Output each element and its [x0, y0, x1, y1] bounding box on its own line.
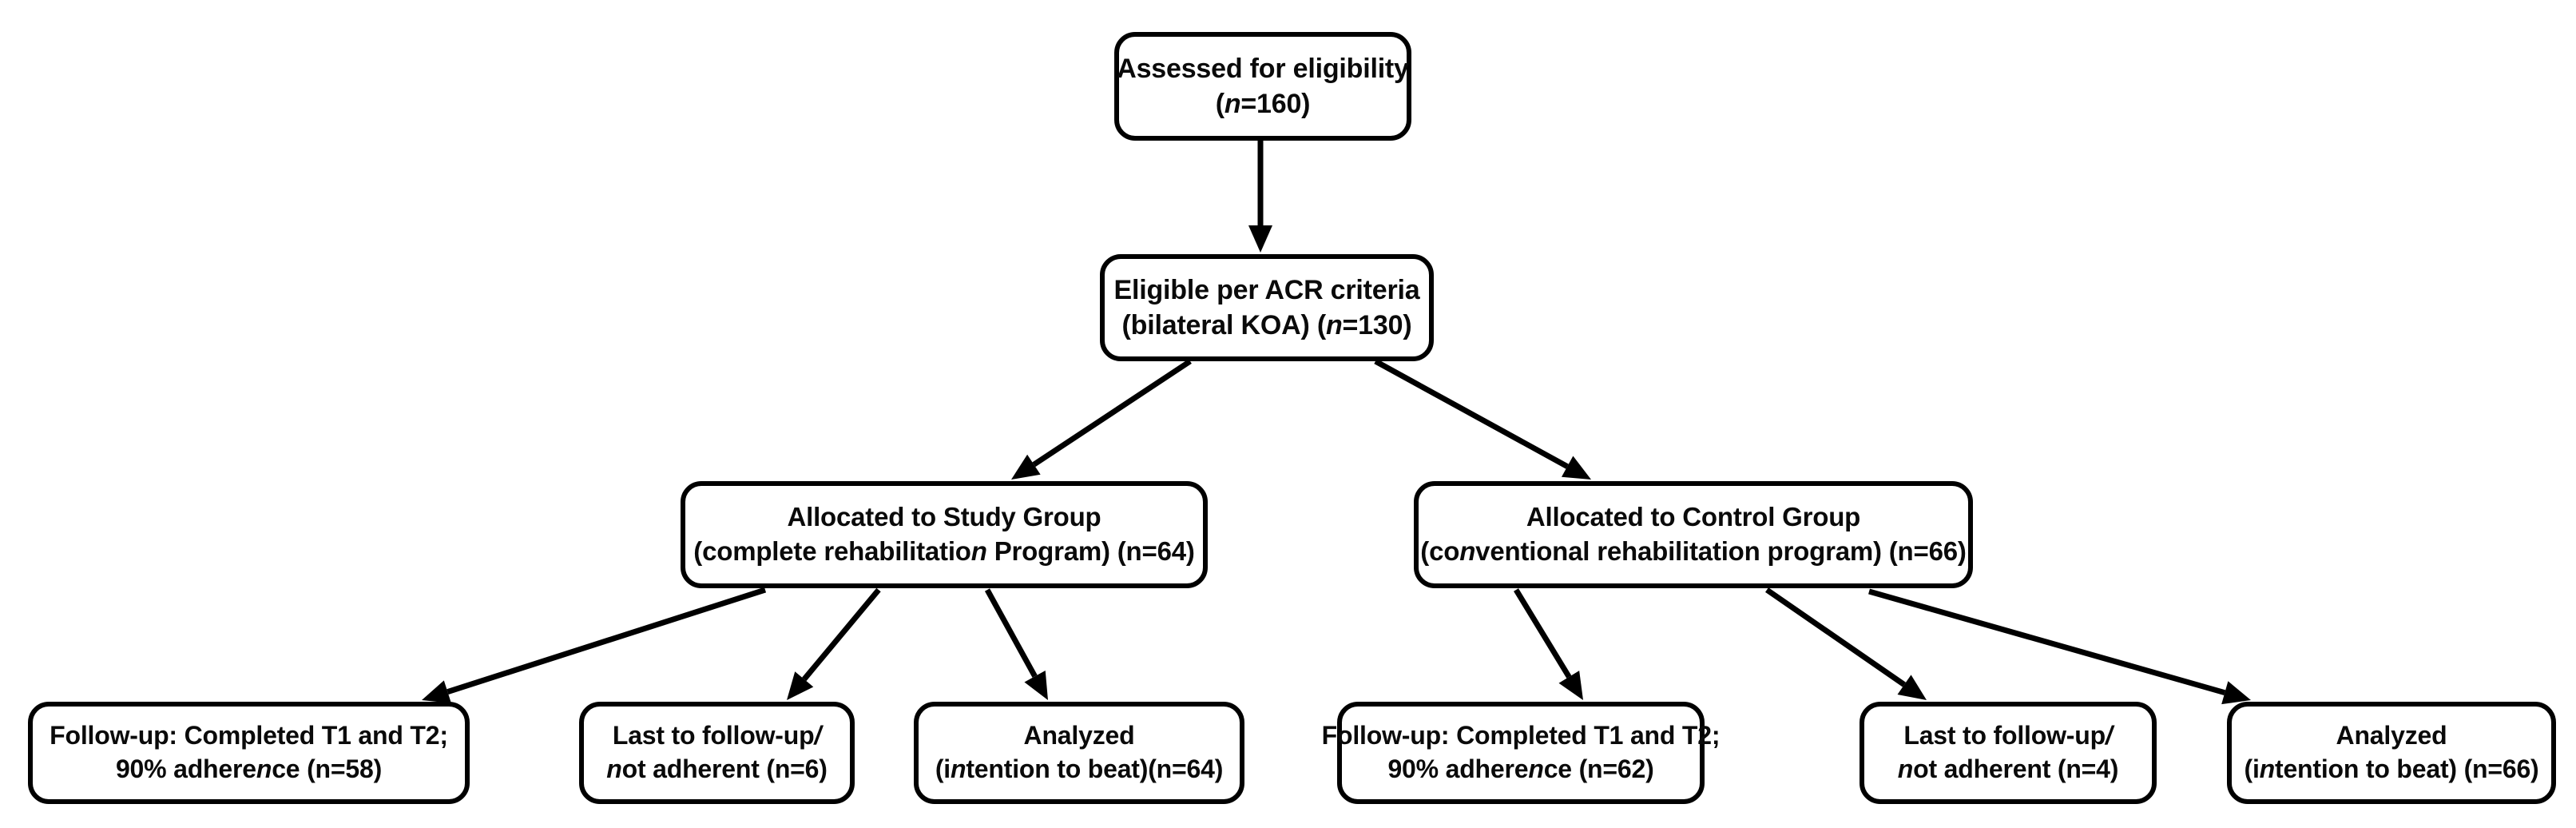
connector-control-to-followup-shaft	[1514, 588, 1572, 679]
control-lost-to-followup-line-2: not adherent (n=4)	[1897, 754, 2119, 783]
control-analyzed-line-1: Analyzed	[2336, 721, 2447, 750]
assessed-for-eligibility-line-2: (n=160)	[1215, 89, 1311, 119]
connector-assessed-to-eligible-arrowhead	[1248, 225, 1272, 253]
allocated-to-study-group-line-1: Allocated to Study Group	[787, 502, 1101, 532]
connector-eligible-to-control	[1374, 358, 1591, 480]
study-followup-completed-line-2: 90% adherence (n=58)	[115, 754, 383, 783]
connector-control-to-analyzed-shaft	[1868, 588, 2226, 696]
control-followup-completed-line-1: Follow-up: Completed T1 and T2;	[1321, 721, 1721, 750]
flow-node-control-lost-to-followup: Last to follow-up/not adherent (n=4)	[1860, 702, 2157, 804]
study-analyzed-line-1: Analyzed	[1023, 721, 1135, 750]
connector-study-to-followup-arrowhead	[422, 680, 451, 703]
connector-control-to-lost-arrowhead	[1897, 675, 1927, 700]
flow-node-control-analyzed: Analyzed (intention to beat) (n=66)	[2227, 702, 2556, 804]
study-lost-to-followup-line-2: not adherent (n=6)	[606, 754, 828, 783]
eligible-per-acr-criteria-line-2: (bilateral KOA) (n=130)	[1121, 310, 1412, 340]
control-analyzed-line-2: (intention to beat) (n=66)	[2244, 754, 2539, 783]
study-followup-completed-line-1: Follow-up: Completed T1 and T2;	[50, 721, 448, 750]
flow-node-allocated-to-control-group: Allocated to Control Group (conventional …	[1414, 481, 1973, 588]
connector-study-to-followup	[422, 587, 767, 703]
connector-study-to-lost-arrowhead	[787, 671, 814, 700]
eligible-per-acr-criteria-line-1: Eligible per ACR criteria	[1113, 274, 1420, 305]
allocated-to-study-group-line-2: (complete rehabilitation Program) (n=64)	[693, 536, 1195, 566]
flow-node-study-lost-to-followup: Last to follow-up/not adherent (n=6)	[579, 702, 855, 804]
flow-node-study-analyzed: Analyzed (intention to beat)(n=64)	[914, 702, 1244, 804]
connector-control-to-lost-shaft	[1765, 587, 1907, 687]
control-lost-to-followup-line-1: Last to follow-up/	[1903, 721, 2113, 750]
connector-control-to-lost	[1765, 587, 1927, 700]
flow-node-eligible-per-acr-criteria: Eligible per ACR criteria (bilateral KOA)…	[1100, 254, 1434, 361]
control-followup-completed-line-2: 90% adherence (n=62)	[1387, 754, 1654, 783]
connector-study-to-analyzed-shaft	[984, 588, 1038, 678]
flow-node-assessed-for-eligibility: Assessed for eligibility (n=160)	[1114, 32, 1411, 141]
flow-node-allocated-to-study-group: Allocated to Study Group (complete rehabi…	[681, 481, 1208, 588]
connector-assessed-to-eligible	[1248, 141, 1272, 253]
connector-eligible-to-study-shaft	[1032, 359, 1192, 468]
allocated-to-control-group-line-1: Allocated to Control Group	[1526, 502, 1861, 532]
connector-study-to-analyzed-arrowhead	[1024, 670, 1048, 700]
connector-control-to-followup	[1514, 588, 1583, 700]
connector-eligible-to-study-arrowhead	[1011, 454, 1041, 480]
connector-control-to-analyzed-arrowhead	[2221, 681, 2251, 705]
connector-eligible-to-study	[1011, 359, 1192, 480]
connector-eligible-to-control-shaft	[1374, 358, 1569, 469]
connector-study-to-lost	[787, 587, 881, 700]
flow-node-study-followup-completed: Follow-up: Completed T1 and T2; 90% adher…	[28, 702, 470, 804]
connector-study-to-followup-shaft	[447, 587, 767, 695]
connector-eligible-to-control-arrowhead	[1561, 456, 1591, 480]
connector-study-to-analyzed	[984, 588, 1048, 700]
allocated-to-control-group-line-2: (conventional rehabilitation program) (n…	[1420, 536, 1967, 566]
study-analyzed-line-2: (intention to beat)(n=64)	[935, 754, 1224, 783]
study-lost-to-followup-line-1: Last to follow-up/	[612, 721, 822, 750]
flow-node-control-followup-completed: Follow-up: Completed T1 and T2; 90% adher…	[1322, 702, 1721, 804]
connector-study-to-lost-shaft	[802, 587, 881, 682]
connector-control-to-followup-arrowhead	[1558, 671, 1583, 700]
connector-control-to-analyzed	[1868, 588, 2251, 705]
assessed-for-eligibility-line-1: Assessed for eligibility	[1117, 53, 1409, 84]
